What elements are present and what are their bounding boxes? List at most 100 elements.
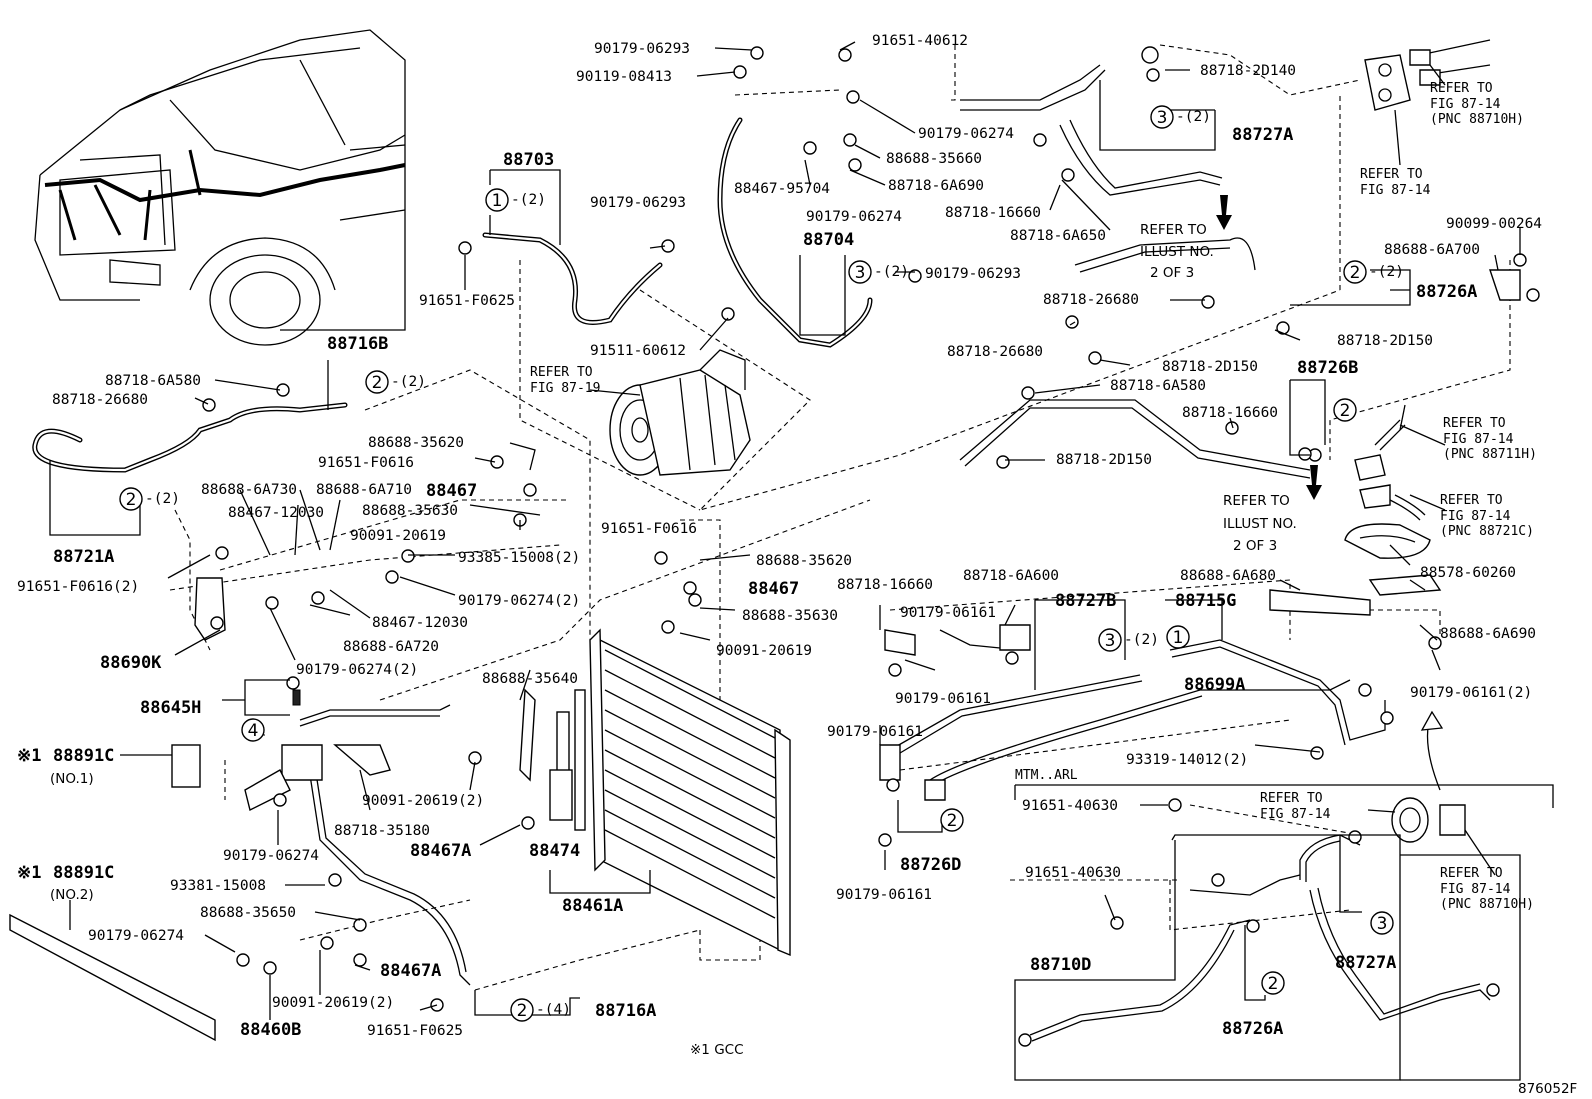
pipes-and-hoses [32, 64, 1491, 1042]
label-91651-F0616-2: 91651-F0616(2) [17, 579, 139, 595]
label-90179-06274-2a: 90179-06274(2) [458, 593, 580, 609]
callout-3: 3 [855, 263, 866, 283]
label-88891C-1-sub: (NO.1) [50, 771, 94, 787]
label-88710D: 88710D [1030, 955, 1091, 975]
label-88718-26680-c: 88718-26680 [52, 392, 148, 408]
label-88718-2D150-c: 88718-2D150 [1056, 452, 1152, 468]
callout-2g-qty: -(4) [536, 1002, 571, 1018]
part-labels: 90179-06293 90119-08413 91651-40612 8871… [17, 33, 1577, 1097]
label-88688-6A700: 88688-6A700 [1384, 242, 1480, 258]
label-90179-06274-b: 90179-06274 [806, 209, 902, 225]
label-90179-06293-a: 90179-06293 [594, 41, 690, 57]
svg-text:2 OF 3: 2 OF 3 [1233, 538, 1277, 554]
label-90179-06161-b: 90179-06161 [895, 691, 991, 707]
label-91651-F0625-b: 91651-F0625 [367, 1023, 463, 1039]
label-88718-2D150-a: 88718-2D150 [1337, 333, 1433, 349]
label-88474: 88474 [529, 841, 580, 861]
callout-3-qty: -(2) [874, 264, 909, 280]
label-90179-06293-b: 90179-06293 [590, 195, 686, 211]
label-90179-06161-2: 90179-06161(2) [1410, 685, 1532, 701]
compressor [609, 349, 751, 476]
label-90179-06161-c: 90179-06161 [827, 724, 923, 740]
callouts: 1 -(2) 3 -(2) 3 -(2) 2 -(2) 2 -(2) 2 2 -… [119, 105, 1404, 1022]
ast-2: ※1 [17, 863, 41, 883]
condenser [556, 628, 791, 957]
label-91651-40630-b: 91651-40630 [1025, 865, 1121, 881]
svg-text:FIG 87-14: FIG 87-14 [1360, 183, 1431, 198]
label-88688-6A690: 88688-6A690 [1440, 626, 1536, 642]
label-88703: 88703 [503, 150, 554, 170]
label-91511-60612: 91511-60612 [590, 343, 686, 359]
components [9, 39, 1540, 1047]
label-88727A-top: 88727A [1232, 125, 1293, 145]
svg-text:FIG 87-14: FIG 87-14 [1260, 807, 1331, 822]
mtm-arl-box [1014, 784, 1554, 1081]
label-88718-6A580-b: 88718-6A580 [105, 373, 201, 389]
label-88715G: 88715G [1175, 591, 1236, 611]
label-88721A: 88721A [53, 547, 114, 567]
svg-text:2 OF 3: 2 OF 3 [1150, 265, 1194, 281]
label-90099-00264: 90099-00264 [1446, 216, 1542, 232]
svg-text:(PNC 88710H): (PNC 88710H) [1430, 112, 1524, 127]
arrows [1216, 195, 1444, 791]
label-88891C-2-sub: (NO.2) [50, 887, 94, 903]
ref-fig-87-19: REFER TO FIG 87-19 [530, 365, 600, 396]
label-90091-20619-a: 90091-20619 [350, 528, 446, 544]
label-88688-6A730: 88688-6A730 [201, 482, 297, 498]
label-90179-06274-2b: 90179-06274(2) [296, 662, 418, 678]
label-88891C-1: 88891C [53, 746, 114, 766]
svg-text:FIG 87-14: FIG 87-14 [1440, 509, 1511, 524]
ref-fig-87-14-pnc-88710h-top: REFER TO FIG 87-14 (PNC 88710H) [1430, 81, 1524, 127]
label-mtm-arl: MTM..ARL [1015, 768, 1078, 783]
callout-1: 1 [492, 191, 503, 211]
label-88704: 88704 [803, 230, 854, 250]
svg-text:FIG 87-19: FIG 87-19 [530, 381, 600, 396]
label-90179-06274-a: 90179-06274 [918, 126, 1014, 142]
ref-fig-87-14-b: REFER TO FIG 87-14 [1260, 791, 1331, 822]
label-88718-6A650: 88718-6A650 [1010, 228, 1106, 244]
ast-1: ※1 [17, 746, 41, 766]
reference-notes: REFER TO FIG 87-14 (PNC 88710H) REFER TO… [530, 81, 1537, 912]
ref-fig-87-14-a: REFER TO FIG 87-14 [1360, 167, 1431, 198]
callout-2d: 2 [126, 490, 137, 510]
label-88688-6A710: 88688-6A710 [316, 482, 412, 498]
label-88718-16660-c: 88718-16660 [837, 577, 933, 593]
label-90091-20619-2b: 90091-20619(2) [272, 995, 394, 1011]
callout-2g: 2 [517, 1001, 528, 1021]
callout-2a: 2 [1350, 263, 1361, 283]
label-90179-06274-d: 90179-06274 [88, 928, 184, 944]
label-88688-35620-b: 88688-35620 [756, 553, 852, 569]
label-88467-b: 88467 [748, 579, 799, 599]
svg-text:REFER TO: REFER TO [1140, 222, 1207, 238]
label-88467-12030-a: 88467-12030 [228, 505, 324, 521]
callout-3c: 3 [1105, 631, 1116, 651]
label-88726A-top: 88726A [1416, 282, 1477, 302]
callout-4: 4 [248, 721, 259, 741]
label-88690K: 88690K [100, 653, 162, 673]
label-88718-16660-b: 88718-16660 [1182, 405, 1278, 421]
vehicle-illustration [34, 29, 406, 346]
ref-illust-2of3-a: REFER TO ILLUST NO. 2 OF 3 [1140, 222, 1214, 281]
label-88467-12030-b: 88467-12030 [372, 615, 468, 631]
callout-2e: 2 [947, 811, 958, 831]
label-91651-40630-a: 91651-40630 [1022, 798, 1118, 814]
callout-1b: 1 [1173, 628, 1184, 648]
svg-text:(PNC 88721C): (PNC 88721C) [1440, 524, 1534, 539]
svg-text:FIG 87-14: FIG 87-14 [1443, 432, 1514, 447]
label-88699A: 88699A [1184, 675, 1245, 695]
svg-text:FIG 87-14: FIG 87-14 [1430, 97, 1501, 112]
label-93319-14012: 93319-14012(2) [1126, 752, 1248, 768]
label-93381-15008: 93381-15008 [170, 878, 266, 894]
label-88688-35660: 88688-35660 [886, 151, 982, 167]
callout-3b: 3 [1157, 108, 1168, 128]
receiver-88474 [549, 769, 573, 821]
label-88688-6A680: 88688-6A680 [1180, 568, 1276, 584]
svg-text:FIG 87-14: FIG 87-14 [1440, 882, 1511, 897]
label-88718-16660-a: 88718-16660 [945, 205, 1041, 221]
callout-2b: 2 [372, 373, 383, 393]
label-88461A: 88461A [562, 896, 623, 916]
callout-2b-qty: -(2) [391, 374, 426, 390]
label-88718-26680-a: 88718-26680 [1043, 292, 1139, 308]
label-90179-06161-d: 90179-06161 [836, 887, 932, 903]
